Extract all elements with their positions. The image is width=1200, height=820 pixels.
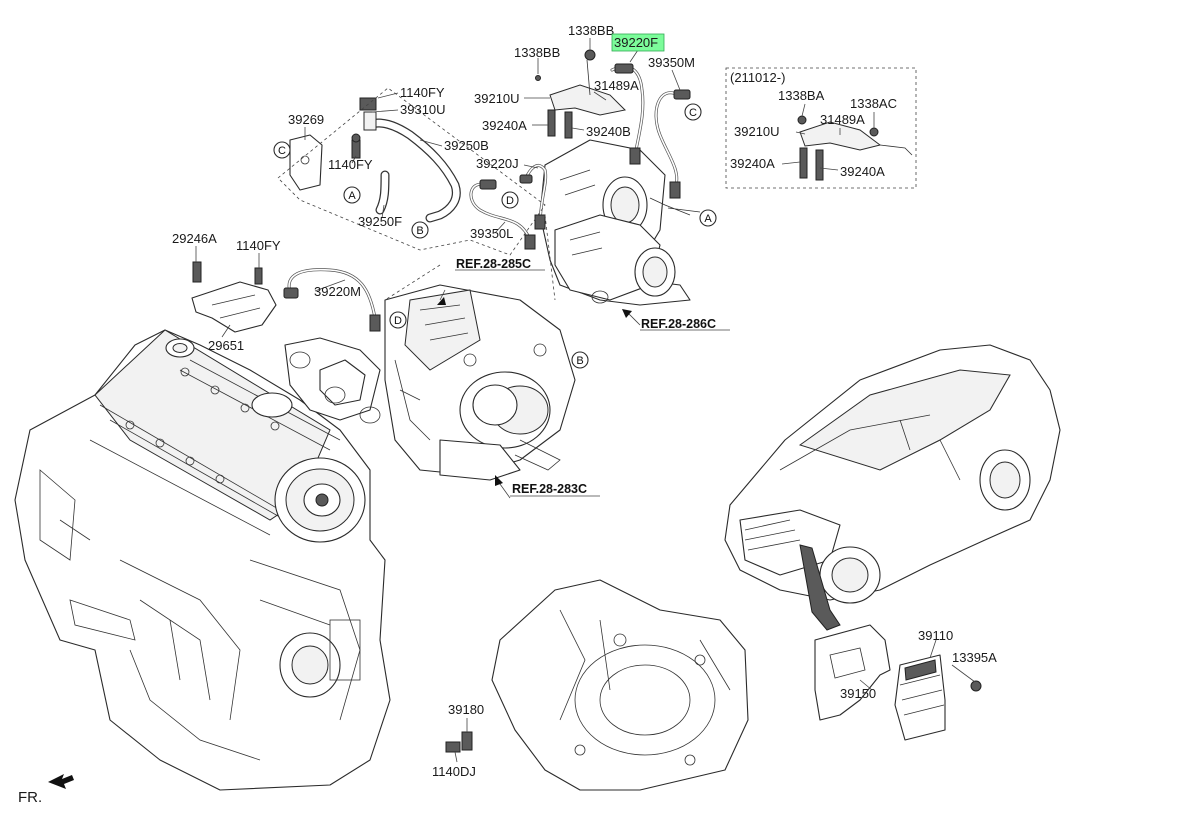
callout-B-turbo[interactable]: B	[576, 355, 583, 367]
inset-label-39240A-b[interactable]: 39240A	[840, 164, 885, 179]
callout-D-top[interactable]: D	[506, 195, 514, 207]
callout-A-right[interactable]: A	[704, 213, 712, 225]
bracket-39269	[289, 133, 361, 191]
inset-title: (211012-)	[730, 70, 785, 85]
oxygen-sensor-39350L	[469, 179, 536, 250]
assembly-outline-left	[277, 87, 546, 256]
label-39220M[interactable]: 39220M	[314, 284, 361, 299]
sensor-bracket-39210U	[535, 49, 627, 139]
label-39350M[interactable]: 39350M	[648, 55, 695, 70]
oxygen-sensor-39220M	[283, 268, 381, 332]
callout-A-left[interactable]: A	[348, 190, 356, 202]
callout-C-right[interactable]: C	[689, 107, 697, 119]
oxygen-sensor-39220J	[519, 164, 548, 230]
label-39250F[interactable]: 39250F	[358, 214, 402, 229]
label-39350L[interactable]: 39350L	[470, 226, 513, 241]
callout-B-left[interactable]: B	[416, 225, 423, 237]
label-1140FY-b[interactable]: 1140FY	[328, 157, 373, 172]
vehicle-illustration	[724, 344, 1061, 631]
label-1338BB-top[interactable]: 1338BB	[568, 23, 614, 38]
inset-labels[interactable]: (211012-) 1338BA 1338AC 39210U 31489A 39…	[730, 70, 897, 179]
oxygen-sensor-39350M	[654, 89, 691, 199]
inset-label-39210U[interactable]: 39210U	[734, 124, 780, 139]
callout-D-turbo[interactable]: D	[394, 315, 402, 327]
label-39220F[interactable]: 39220F	[614, 35, 658, 50]
label-1338BB-left[interactable]: 1338BB	[514, 45, 560, 60]
inset-label-31489A[interactable]: 31489A	[820, 112, 865, 127]
front-direction-arrow	[48, 774, 74, 789]
timing-cover-pulley	[274, 457, 366, 543]
transmission-housing	[491, 579, 749, 791]
part-labels[interactable]: 1338BB 39220F 1338BB 39350M 39210U 31489…	[18, 23, 997, 806]
label-39180[interactable]: 39180	[448, 702, 484, 717]
label-29651[interactable]: 29651	[208, 338, 244, 353]
label-39240A[interactable]: 39240A	[482, 118, 527, 133]
bracket-29651	[191, 261, 277, 333]
callout-markers[interactable]: C A B D C A D B	[273, 103, 717, 369]
label-39210U[interactable]: 39210U	[474, 91, 520, 106]
revision-inset	[725, 67, 917, 189]
label-1140FY-c[interactable]: 1140FY	[236, 238, 281, 253]
label-39110[interactable]: 39110	[918, 628, 953, 643]
engine-block	[14, 329, 391, 791]
turbo-manifold-assembly	[284, 284, 576, 481]
ref-28-286C[interactable]: REF.28-286C	[641, 317, 716, 331]
label-39240B[interactable]: 39240B	[586, 124, 631, 139]
inset-label-1338AC[interactable]: 1338AC	[850, 96, 897, 111]
vacuum-hose-39250	[359, 97, 461, 223]
label-31489A[interactable]: 31489A	[594, 78, 639, 93]
label-39220J[interactable]: 39220J	[476, 156, 519, 171]
sensor-39180	[445, 731, 473, 753]
label-29246A[interactable]: 29246A	[172, 231, 217, 246]
label-13395A[interactable]: 13395A	[952, 650, 997, 665]
leader-lines	[195, 38, 976, 763]
ecu-bracket-39150	[814, 624, 891, 721]
label-FR: FR.	[18, 789, 42, 806]
turbo-compressor	[459, 371, 551, 449]
ref-28-285C[interactable]: REF.28-285C	[456, 257, 531, 271]
label-1140FY-a[interactable]: 1140FY	[400, 85, 445, 100]
ecu-39110	[894, 654, 982, 741]
catalytic-converter	[539, 139, 701, 306]
inset-label-39240A-a[interactable]: 39240A	[730, 156, 775, 171]
highlight-39220F	[611, 33, 665, 52]
callout-C-left[interactable]: C	[278, 145, 286, 157]
oxygen-sensor-39220F	[610, 63, 645, 165]
label-39250B[interactable]: 39250B	[444, 138, 489, 153]
label-39310U[interactable]: 39310U	[400, 102, 446, 117]
front-crank-pulley	[279, 632, 341, 698]
cam-cover-plug-holes	[125, 367, 280, 484]
label-39150[interactable]: 39150	[840, 686, 876, 701]
ref-28-283C[interactable]: REF.28-283C	[512, 482, 587, 496]
label-39269[interactable]: 39269	[288, 112, 324, 127]
inset-label-1338BA[interactable]: 1338BA	[778, 88, 825, 103]
label-1140DJ[interactable]: 1140DJ	[432, 764, 476, 779]
reference-labels[interactable]: REF.28-285C REF.28-286C REF.28-283C	[456, 257, 716, 496]
